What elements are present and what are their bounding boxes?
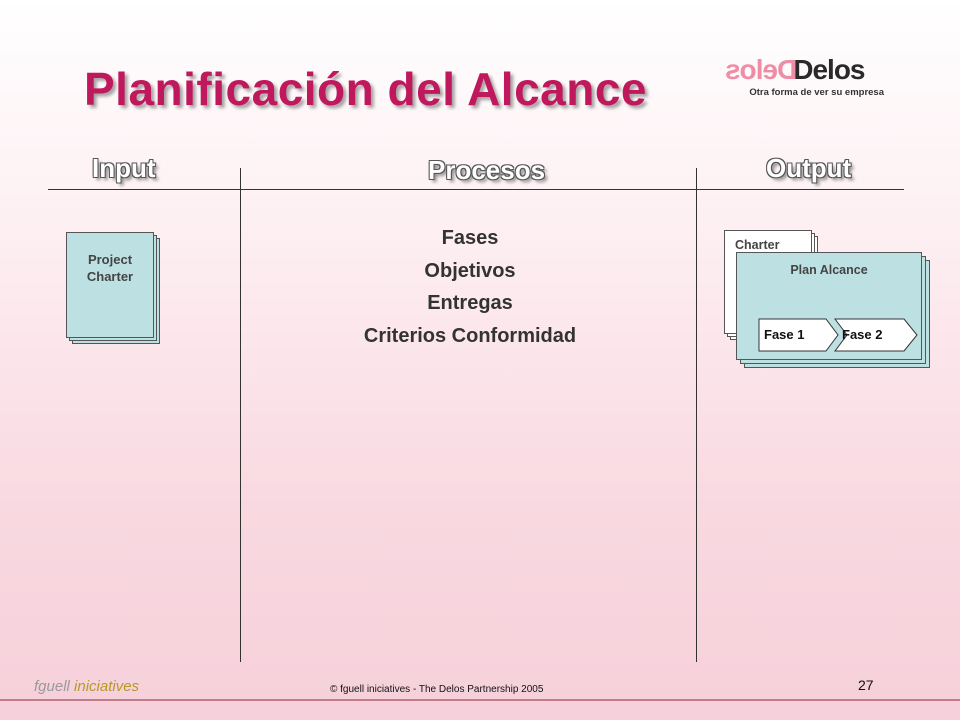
page-title: Planificación del Alcance xyxy=(84,63,647,115)
footer-brand-part1: fguell xyxy=(34,678,75,695)
logo-wordmark: DelosDelos xyxy=(726,54,866,86)
list-item: Fases xyxy=(441,227,499,249)
project-charter-line2: Charter xyxy=(86,269,134,284)
charter-label: Charter xyxy=(735,238,780,252)
project-charter-document: Project Charter xyxy=(66,232,154,338)
header-divider xyxy=(48,189,904,190)
project-charter-line1: Project xyxy=(87,252,133,267)
phase-label: Fase 1 xyxy=(764,327,805,342)
footer-brand-part2: iniciatives xyxy=(74,678,140,695)
column-header-output: Output xyxy=(766,153,852,183)
list-item: Entregas xyxy=(427,292,513,314)
column-header-input: Input xyxy=(92,153,156,183)
phase-chevron-1: Fase 1 xyxy=(758,318,839,352)
footer-brand: fguell iniciatives xyxy=(34,678,139,695)
column-divider-left xyxy=(240,168,241,662)
logo-mirror-text: Delos xyxy=(726,54,798,85)
page-number: 27 xyxy=(858,677,874,693)
chevron-arrow-icon xyxy=(834,318,918,352)
list-item: Objetivos xyxy=(424,259,516,282)
list-item: Criterios Conformidad xyxy=(363,324,577,347)
plan-alcance-label: Plan Alcance xyxy=(790,263,868,277)
footer-rule xyxy=(0,699,960,701)
logo-tagline: Otra forma de ver su empresa xyxy=(749,87,884,98)
phase-chevron-2: Fase 2 xyxy=(834,318,918,352)
delos-logo: DelosDelos Otra forma de ver su empresa xyxy=(718,54,888,104)
logo-name: Delos xyxy=(793,54,865,85)
footer-copyright: © fguell iniciatives - The Delos Partner… xyxy=(330,684,544,695)
column-divider-right xyxy=(696,168,697,662)
procesos-list: Fases Objetivos Entregas Criterios Confo… xyxy=(300,222,640,352)
phase-label: Fase 2 xyxy=(842,327,883,342)
chevron-arrow-icon xyxy=(758,318,839,352)
column-header-procesos: Procesos xyxy=(428,155,546,185)
